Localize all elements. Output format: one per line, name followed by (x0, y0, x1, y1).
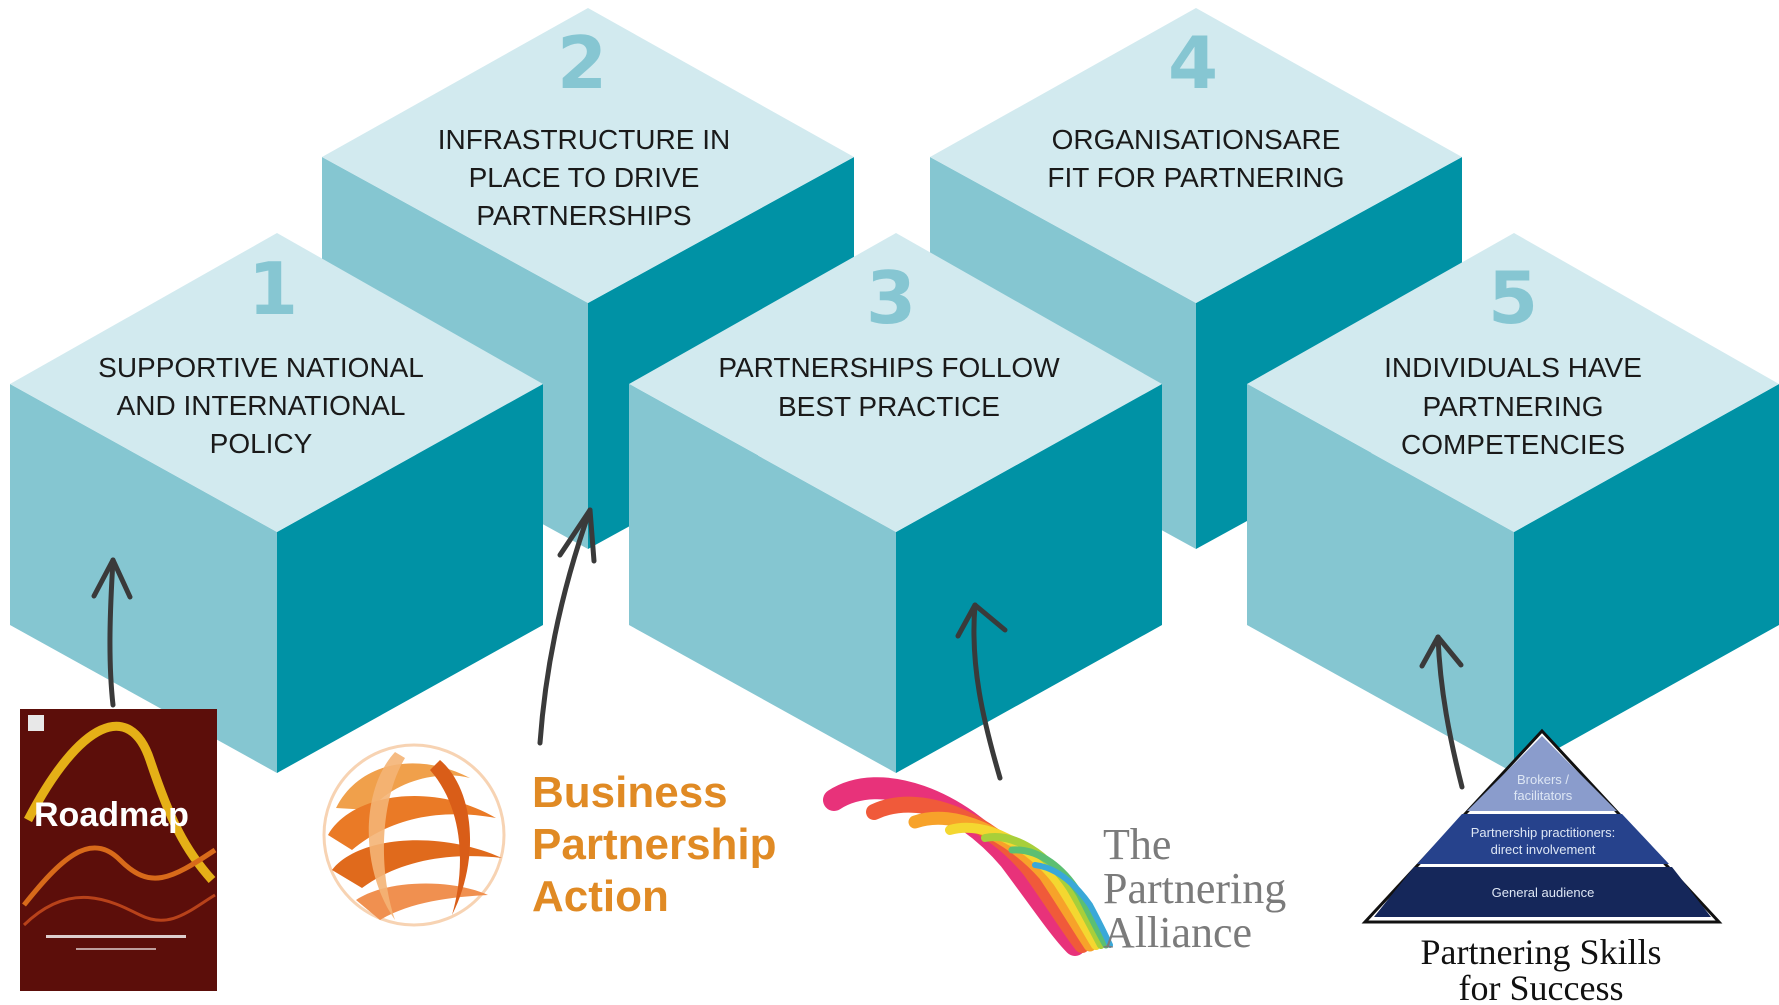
business-partnership-action-logo: Business Partnership Action (322, 743, 777, 927)
alliance-line-2: Partnering (1103, 864, 1286, 913)
bpa-line-2: Partnership (532, 820, 777, 869)
bpa-line-1: Business (532, 768, 728, 817)
step-1-line-3: POLICY (210, 428, 313, 459)
step-1-number: 1 (248, 247, 298, 331)
roadmap-cover-mark (28, 715, 44, 731)
roadmap-logo: Roadmap (20, 709, 217, 991)
step-3-line-2: BEST PRACTICE (778, 391, 1000, 422)
pyramid-middle-line-2: direct involvement (1491, 842, 1596, 857)
cube-4-top-face (930, 8, 1462, 303)
pyramid-tier-middle (1417, 814, 1669, 864)
cube-1-right-face (277, 384, 543, 773)
arrow-skills-to-step-5 (1419, 634, 1465, 790)
step-5-number: 5 (1488, 256, 1538, 340)
step-3-number: 3 (866, 256, 916, 340)
roadmap-red-wave (22, 893, 216, 927)
arrow-bpa-to-step-2 (537, 507, 597, 746)
alliance-line-3: Alliance (1103, 908, 1252, 957)
roadmap-title: Roadmap (34, 796, 189, 834)
step-5-line-3: COMPETENCIES (1401, 429, 1625, 460)
cube-3-top-face (629, 233, 1162, 532)
pyramid-tier-top (1467, 736, 1617, 811)
cube-1-top-face (10, 233, 543, 532)
step-2-number: 2 (557, 21, 607, 105)
alliance-line-1: The (1103, 820, 1171, 869)
cube-5-right-face (1514, 384, 1779, 773)
step-5-line-1: INDIVIDUALS HAVE (1384, 352, 1642, 383)
roadmap-caption-line (46, 935, 186, 938)
roadmap-gold-wave (24, 721, 216, 884)
cube-step-5: 5 INDIVIDUALS HAVE PARTNERING COMPETENCI… (1247, 233, 1779, 773)
step-4-number: 4 (1168, 21, 1218, 105)
step-1-line-2: AND INTERNATIONAL (117, 390, 406, 421)
cube-2-top-face (322, 8, 854, 303)
step-4-line-2: FIT FOR PARTNERING (1047, 162, 1344, 193)
alliance-swirl-icon (823, 777, 1113, 956)
pyramid-bottom-label: General audience (1492, 885, 1595, 900)
cube-step-3: 3 PARTNERSHIPS FOLLOW BEST PRACTICE (629, 233, 1162, 773)
step-1-line-1: SUPPORTIVE NATIONAL (98, 352, 424, 383)
arrow-alliance-to-step-3 (955, 602, 1008, 781)
bpa-globe-icon (322, 743, 506, 927)
cube-3-left-face (629, 384, 896, 773)
pyramid-top-line-1: Brokers / (1517, 772, 1569, 787)
cube-step-1: 1 SUPPORTIVE NATIONAL AND INTERNATIONAL … (10, 233, 543, 773)
cube-5-top-face (1247, 233, 1779, 532)
skills-title-line-2: for Success (1459, 968, 1624, 1005)
step-4-line-1: ORGANISATIONSARE (1052, 124, 1341, 155)
roadmap-orange-wave (22, 845, 217, 907)
pyramid-top-line-2: facilitators (1514, 788, 1573, 803)
pyramid-middle-line-1: Partnership practitioners: (1471, 825, 1616, 840)
step-2-line-2: PLACE TO DRIVE (469, 162, 700, 193)
step-3-line-1: PARTNERSHIPS FOLLOW (718, 352, 1060, 383)
step-2-line-1: INFRASTRUCTURE IN (438, 124, 730, 155)
roadmap-caption-line-2 (76, 948, 156, 950)
skills-title-line-1: Partnering Skills (1421, 932, 1662, 972)
bpa-line-3: Action (532, 872, 669, 921)
cube-1-left-face (10, 384, 277, 773)
cube-3-right-face (896, 384, 1162, 773)
pyramid-tier-bottom (1374, 867, 1711, 917)
partnering-skills-logo: Brokers / facilitators Partnership pract… (1361, 728, 1723, 1005)
step-5-line-2: PARTNERING (1423, 391, 1604, 422)
step-2-line-3: PARTNERSHIPS (476, 200, 691, 231)
cube-5-left-face (1247, 384, 1514, 773)
arrow-roadmap-to-step-1 (91, 557, 133, 708)
partnering-alliance-logo: The Partnering Alliance (823, 777, 1286, 957)
